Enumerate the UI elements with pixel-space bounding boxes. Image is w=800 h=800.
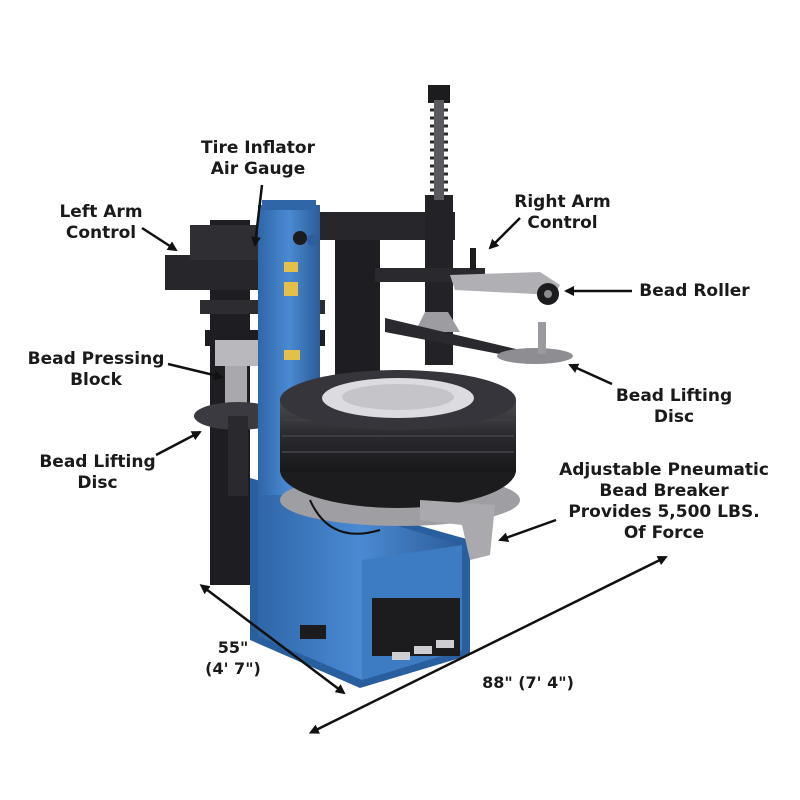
label-left-arm: Left Arm Control [46,202,156,244]
label-bead-lifting-left-line2: Disc [77,473,118,493]
label-tire-inflator-line2: Air Gauge [210,159,306,179]
bead-roller-hub [544,290,552,298]
left-arm-control-box [165,255,260,290]
foot-pedal-1 [392,652,410,660]
bead-pressing-block-arm [225,366,247,406]
arrow-bead-lifting-right [568,363,613,386]
label-right-arm-line2: Control [527,213,598,233]
label-bead-breaker-line2: Bead Breaker [599,481,729,501]
foot-pedal-2 [414,646,432,654]
left-arm-top [190,225,260,260]
tower-knob-2 [307,234,319,246]
dimension-line-width [308,555,668,734]
label-left-arm-line2: Control [65,223,137,243]
label-right-arm-line1: Right Arm [514,192,611,212]
label-bead-lifting-right-line1: Bead Lifting [615,386,733,406]
blue-tower-cap [262,200,316,210]
label-depth-feet: (4' 7") [205,659,261,678]
arrow-tire-inflator [250,184,264,247]
arrow-left-arm [141,226,178,252]
label-bead-roller-line1: Bead Roller [639,281,750,301]
label-tire-inflator: Tire Inflator Air Gauge [188,138,328,180]
warning-label-1 [284,262,298,272]
label-bead-lifting-right: Bead Lifting Disc [608,386,740,428]
right-arm-control-knob [470,248,476,270]
label-bead-pressing-line2: Block [70,370,122,390]
label-left-arm-line1: Left Arm [59,202,143,222]
label-bead-roller: Bead Roller [632,281,757,302]
bead-lifting-disc-right-arm [385,318,520,358]
bead-breaker-arm [420,500,495,560]
label-bead-breaker-line3: Provides 5,500 LBS. [568,502,760,522]
arrow-bead-breaker [498,518,557,543]
label-bead-lifting-left: Bead Lifting Disc [30,452,165,494]
label-depth-inches: 55" [217,638,249,657]
tire-changer-machine [165,85,573,688]
callout-arrows [141,184,668,734]
tower-knob-1 [293,231,307,245]
bead-lifting-disc-right [497,348,573,364]
bead-roller-arm [450,272,560,295]
warning-label-3 [284,350,300,360]
wheel-rim-inner [342,384,454,410]
bead-lifting-disc-left-stem [228,416,248,496]
foot-pedal-3 [436,640,454,648]
label-bead-lifting-right-line2: Disc [653,407,695,427]
label-bead-lifting-left-line1: Bead Lifting [39,452,156,472]
label-bead-breaker-line4: Of Force [623,523,705,543]
label-width-dimension: 88" (7' 4") [468,672,588,693]
warning-label-2 [284,282,298,296]
label-bead-pressing-line1: Bead Pressing [27,349,165,369]
bead-breaker-hose [309,499,381,535]
label-bead-breaker: Adjustable Pneumatic Bead Breaker Provid… [548,460,780,544]
arrow-bead-lifting-left [155,430,202,457]
side-pedal [300,625,326,639]
label-depth-dimension: 55" (4' 7") [188,637,278,679]
top-spring-cap [428,85,450,103]
label-width-value: 88" (7' 4") [482,673,574,692]
label-tire-inflator-line1: Tire Inflator [201,138,315,158]
arrow-right-arm [488,217,521,250]
label-bead-breaker-line1: Adjustable Pneumatic [559,460,769,480]
right-tower [335,215,380,375]
label-bead-pressing: Bead Pressing Block [20,349,172,391]
label-right-arm: Right Arm Control [500,192,625,234]
bead-lifting-disc-right-post [538,322,546,354]
mount-head [415,312,460,332]
arrow-bead-pressing [167,362,224,380]
shaft-inner [434,100,444,200]
